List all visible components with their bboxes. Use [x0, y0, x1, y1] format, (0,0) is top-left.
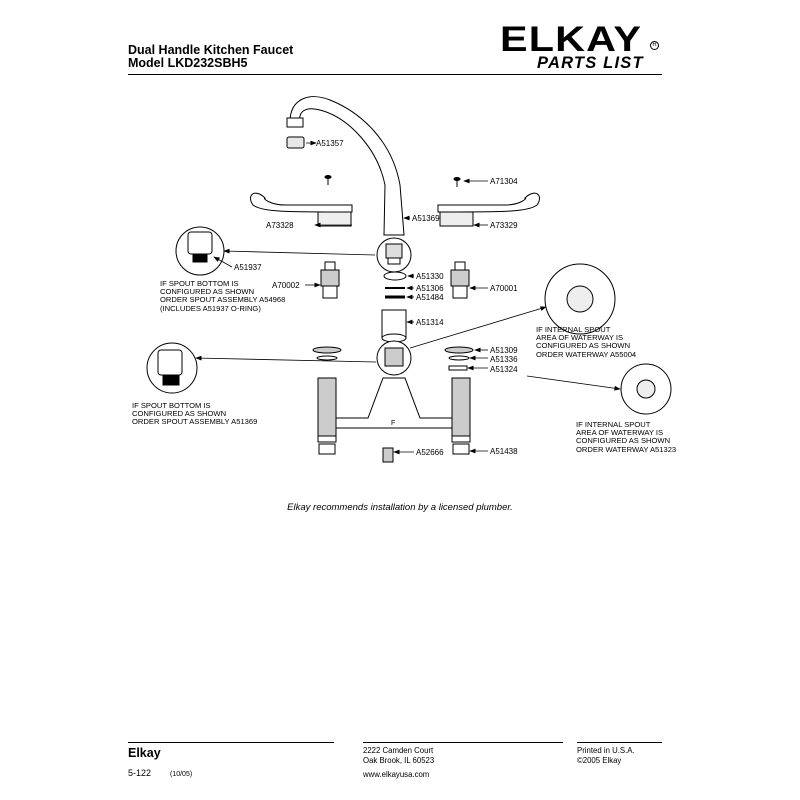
label-a73329: A73329	[490, 221, 518, 230]
registered-mark: R	[650, 41, 659, 50]
footer-brand: Elkay	[128, 746, 161, 760]
header-rule	[128, 74, 662, 75]
installation-recommendation: Elkay recommends installation by a licen…	[287, 502, 513, 513]
label-a51314: A51314	[416, 318, 444, 327]
footer-rule-left	[128, 742, 334, 743]
label-a70002: A70002	[272, 281, 300, 290]
label-a52666: A52666	[416, 448, 444, 457]
cartridge-a70001	[450, 261, 470, 299]
label-a51309: A51309	[490, 346, 518, 355]
aerator-a51357	[286, 136, 305, 149]
label-a51330: A51330	[416, 272, 444, 281]
label-a51336: A51336	[490, 355, 518, 364]
footer-address-line2: Oak Brook, IL 60523	[363, 756, 435, 765]
mark-f: F	[391, 420, 395, 427]
elkay-logo: ELKAY	[500, 20, 643, 59]
cartridge-a70002	[320, 261, 340, 299]
document-title: Dual Handle Kitchen Faucet	[128, 43, 294, 57]
note-waterway-a55004: IF INTERNAL SPOUT AREA OF WATERWAY IS CO…	[536, 325, 637, 359]
label-a51357: A51357	[316, 139, 344, 148]
footer-copyright: ©2005 Elkay	[577, 756, 622, 765]
faucet-body	[317, 340, 471, 443]
label-a51438: A51438	[490, 447, 518, 456]
spout-a51369	[286, 96, 405, 236]
footer-printed: Printed in U.S.A.	[577, 746, 635, 755]
note-spout-bottom-a54968: IF SPOUT BOTTOM IS CONFIGURED AS SHOWN O…	[160, 279, 286, 313]
footer-doc-date: (10/05)	[170, 771, 193, 778]
note-waterway-a51323: IF INTERNAL SPOUT AREA OF WATERWAY IS CO…	[576, 420, 677, 454]
footer-website: www.elkayusa.com	[363, 770, 430, 779]
footer-rule-middle	[363, 742, 563, 743]
label-a51369: A51369	[412, 214, 440, 223]
label-a73328: A73328	[266, 221, 294, 230]
label-a51937: A51937	[234, 263, 262, 272]
label-a71304: A71304	[490, 177, 518, 186]
parts-list-heading: PARTS LIST	[537, 54, 644, 72]
footer-address-line1: 2222 Camden Court	[363, 746, 434, 755]
label-a51324: A51324	[490, 365, 518, 374]
model-number: Model LKD232SBH5	[128, 56, 248, 70]
screw-a71304-left	[324, 175, 332, 185]
handle-a73329	[437, 192, 540, 227]
note-spout-bottom-a51369: IF SPOUT BOTTOM IS CONFIGURED AS SHOWN O…	[132, 401, 258, 427]
label-a51484: A51484	[416, 293, 444, 302]
handle-a73328	[250, 192, 353, 227]
footer-doc-number: 5-122	[128, 768, 152, 778]
label-a51306: A51306	[416, 284, 444, 293]
label-a70001: A70001	[490, 284, 518, 293]
footer-rule-right	[577, 742, 662, 743]
screw-a71304-right	[453, 177, 461, 187]
